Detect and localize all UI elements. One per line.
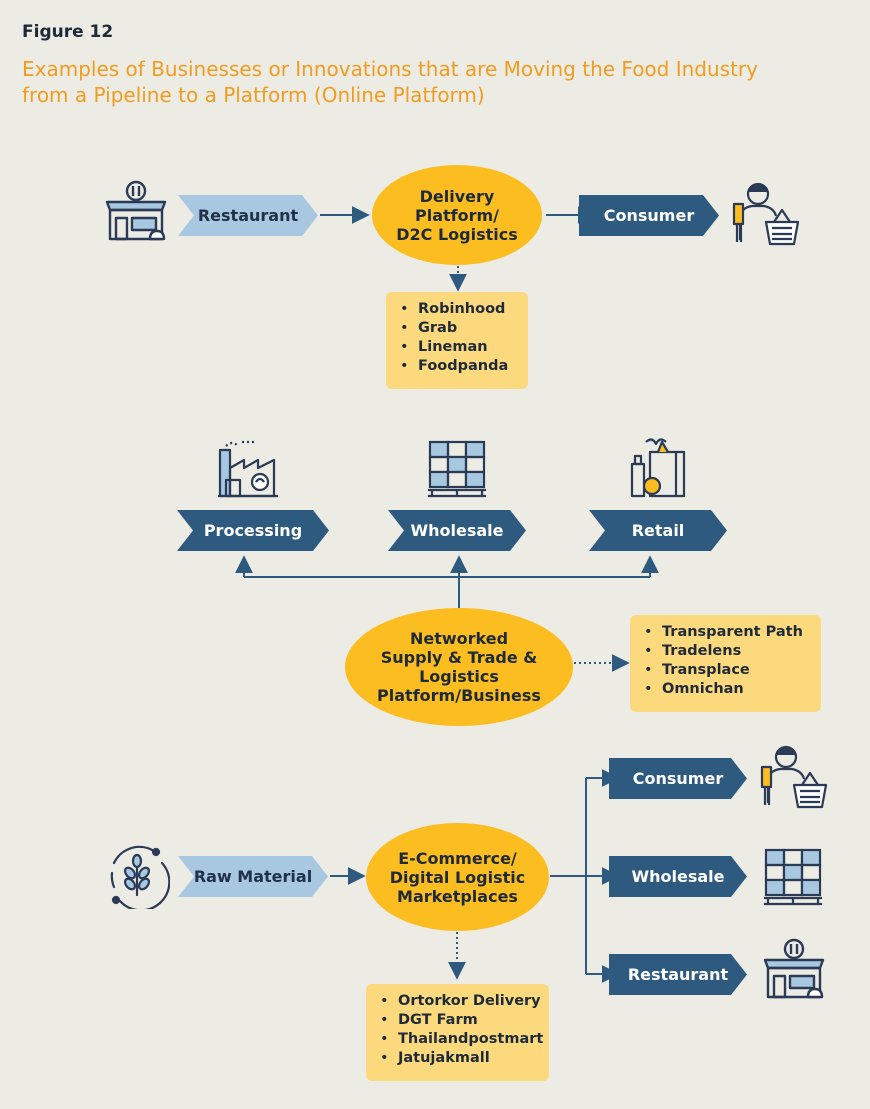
networked-examples-box: Transparent Path Tradelens Transplace Om… bbox=[630, 615, 821, 712]
delivery-platform-oval: Delivery Platform/ D2C Logistics bbox=[372, 165, 542, 265]
title-line-2: from a Pipeline to a Platform (Online Pl… bbox=[22, 83, 485, 107]
restaurant-target-chevron-2: Restaurant bbox=[609, 954, 747, 995]
ecommerce-platform-oval: E-Commerce/ Digital Logistic Marketplace… bbox=[366, 823, 549, 931]
retail-chevron: Retail bbox=[589, 510, 727, 551]
raw-material-chevron: Raw Material bbox=[178, 856, 328, 897]
example-item: Foodpanda bbox=[400, 357, 518, 376]
processing-chevron: Processing bbox=[177, 510, 329, 551]
example-item: DGT Farm bbox=[380, 1011, 539, 1030]
example-item: Omnichan bbox=[644, 680, 811, 699]
consumer-target-chevron-2: Consumer bbox=[609, 758, 747, 799]
figure-title: Examples of Businesses or Innovations th… bbox=[22, 56, 842, 108]
example-item: Tradelens bbox=[644, 642, 811, 661]
consumer-target-chevron: Consumer bbox=[579, 195, 719, 236]
example-item: Transplace bbox=[644, 661, 811, 680]
delivery-examples-box: Robinhood Grab Lineman Foodpanda bbox=[386, 292, 528, 389]
restaurant-source-chevron: Restaurant bbox=[178, 195, 318, 236]
factory-icon bbox=[218, 440, 278, 498]
warehouse-pallet-icon bbox=[428, 440, 486, 498]
example-item: Transparent Path bbox=[644, 623, 811, 642]
warehouse-pallet-icon bbox=[764, 848, 822, 906]
ecommerce-examples-box: Ortorkor Delivery DGT Farm Thailandpostm… bbox=[366, 984, 549, 1081]
example-item: Robinhood bbox=[400, 300, 518, 319]
restaurant-icon bbox=[763, 938, 825, 999]
consumer-icon bbox=[732, 182, 800, 246]
example-item: Jatujakmall bbox=[380, 1049, 539, 1068]
figure-label: Figure 12 bbox=[22, 22, 114, 42]
wholesale-chevron: Wholesale bbox=[388, 510, 526, 551]
wholesale-target-chevron-2: Wholesale bbox=[609, 856, 747, 897]
title-line-1: Examples of Businesses or Innovations th… bbox=[22, 57, 758, 81]
example-item: Ortorkor Delivery bbox=[380, 992, 541, 1011]
restaurant-icon bbox=[105, 180, 167, 241]
example-item: Grab bbox=[400, 319, 518, 338]
grain-sprout-icon bbox=[110, 845, 170, 909]
example-item: Thailandpostmart bbox=[380, 1030, 543, 1049]
example-item: Lineman bbox=[400, 338, 518, 357]
consumer-icon bbox=[760, 745, 828, 809]
networked-platform-oval: Networked Supply & Trade & Logistics Pla… bbox=[345, 608, 573, 726]
grocery-bag-icon bbox=[630, 438, 686, 498]
